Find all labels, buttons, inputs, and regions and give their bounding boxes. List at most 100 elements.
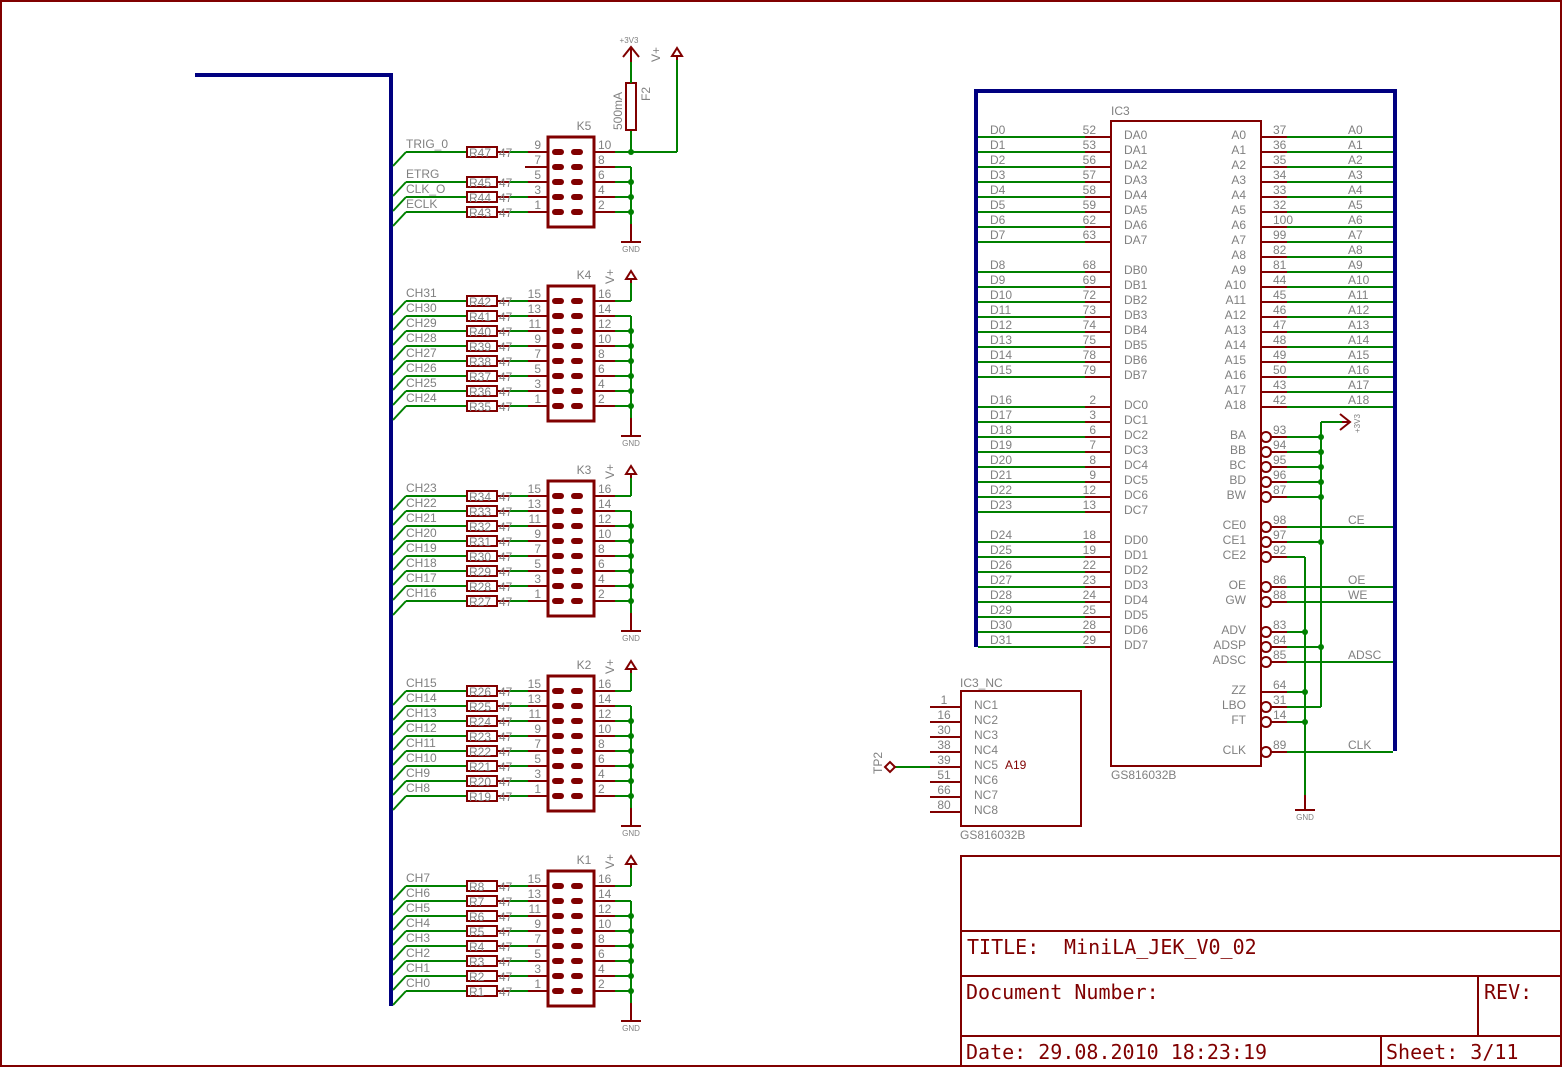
bus-entry [392,375,407,391]
inversion-bubble [1260,701,1272,713]
fuse-ref: F2 [639,87,653,101]
bus-entry [392,690,407,706]
pin-number: 68 [1083,258,1097,272]
resistor-ref: R3 [469,955,485,969]
pin-number: 9 [1089,468,1096,482]
pin-number: 6 [598,557,605,571]
pin-name: OE [1229,578,1246,592]
net-label: ECLK [406,197,437,211]
pad [571,194,583,200]
net-label: ADSC [1348,648,1382,662]
pin-number: 11 [529,512,542,526]
inversion-bubble [1260,521,1272,533]
bus-entry [392,990,407,1006]
pad [552,508,564,514]
resistor-ref: R31 [469,535,491,549]
net-label: CH26 [406,361,437,375]
pin-number: 13 [528,302,542,316]
pin-number: 7 [534,347,541,361]
pin-name: BD [1229,473,1246,487]
resistor-value: 47 [499,910,513,924]
pin-number: 12 [598,707,612,721]
net-label: D2 [990,153,1006,167]
pin-number: 28 [1083,618,1097,632]
pad [571,583,583,589]
pin-number: 29 [1083,633,1097,647]
fuse [625,82,637,131]
net-label: A17 [1348,378,1370,392]
pad [571,313,583,319]
net-label: D17 [990,408,1012,422]
vplus-symbol [670,46,684,57]
pad [571,523,583,529]
v3v3-label: +3V3 [620,36,639,45]
pad [552,194,564,200]
pad [552,763,564,769]
resistor-value: 47 [499,325,513,339]
pin-name: DC1 [1124,413,1148,427]
net-label: D25 [990,543,1012,557]
pad [571,958,583,964]
pin-number: 13 [528,497,542,511]
net-label: D29 [990,603,1012,617]
title-block [960,855,1562,1067]
resistor-value: 47 [499,730,513,744]
net-label: D1 [990,138,1006,152]
gnd-label: GND [622,439,640,448]
pin-number: 32 [1273,198,1287,212]
connector-ref: K1 [577,853,592,867]
resistor-value: 47 [499,385,513,399]
net-label: D15 [990,363,1012,377]
pin-name: ADV [1221,623,1246,637]
resistor-value: 47 [499,191,513,205]
pin-number: 31 [1273,693,1287,707]
pad [571,778,583,784]
net-label: CH1 [406,961,430,975]
pin-number: 44 [1273,273,1287,287]
resistor-value: 47 [499,595,513,609]
net-label: A5 [1348,198,1363,212]
pin-name: DA2 [1124,158,1148,172]
pad [552,149,564,155]
pad [552,943,564,949]
resistor-value: 47 [499,310,513,324]
pad [571,343,583,349]
pad [552,403,564,409]
pin-number: 8 [598,932,605,946]
net-label: WE [1348,588,1367,602]
gnd-label: GND [622,634,640,643]
pin-number: 18 [1083,528,1097,542]
bus-entry [392,720,407,736]
pin-name: A2 [1231,158,1246,172]
resistor-value: 47 [499,340,513,354]
resistor-ref: R45 [469,176,491,190]
ic3-nc-body [960,690,1082,827]
pin-name: DA3 [1124,173,1148,187]
pin-number: 42 [1273,393,1287,407]
pin-number: 5 [534,947,541,961]
net-label: CH15 [406,676,437,690]
pin-name: DB4 [1124,323,1148,337]
vplus-symbol [624,854,638,865]
resistor-value: 47 [499,505,513,519]
net-label: A14 [1348,333,1370,347]
pin-number: 46 [1273,303,1287,317]
pin-number: 14 [598,497,612,511]
inversion-bubble [1260,491,1272,503]
pin-number: 74 [1083,318,1097,332]
pin-name: A18 [1225,398,1247,412]
pin-number: 2 [598,198,605,212]
pin-number: 7 [1089,438,1096,452]
resistor-ref: R22 [469,745,491,759]
pin-number: 95 [1273,453,1287,467]
pad [552,913,564,919]
pin-name: A4 [1231,188,1246,202]
bus-entry [392,510,407,526]
net-label: A3 [1348,168,1363,182]
pad [552,493,564,499]
resistor-value: 47 [499,400,513,414]
pin-number: 5 [534,168,541,182]
net-label: CH18 [406,556,437,570]
resistor-ref: R8 [469,880,485,894]
pin-number: 100 [1273,213,1293,227]
